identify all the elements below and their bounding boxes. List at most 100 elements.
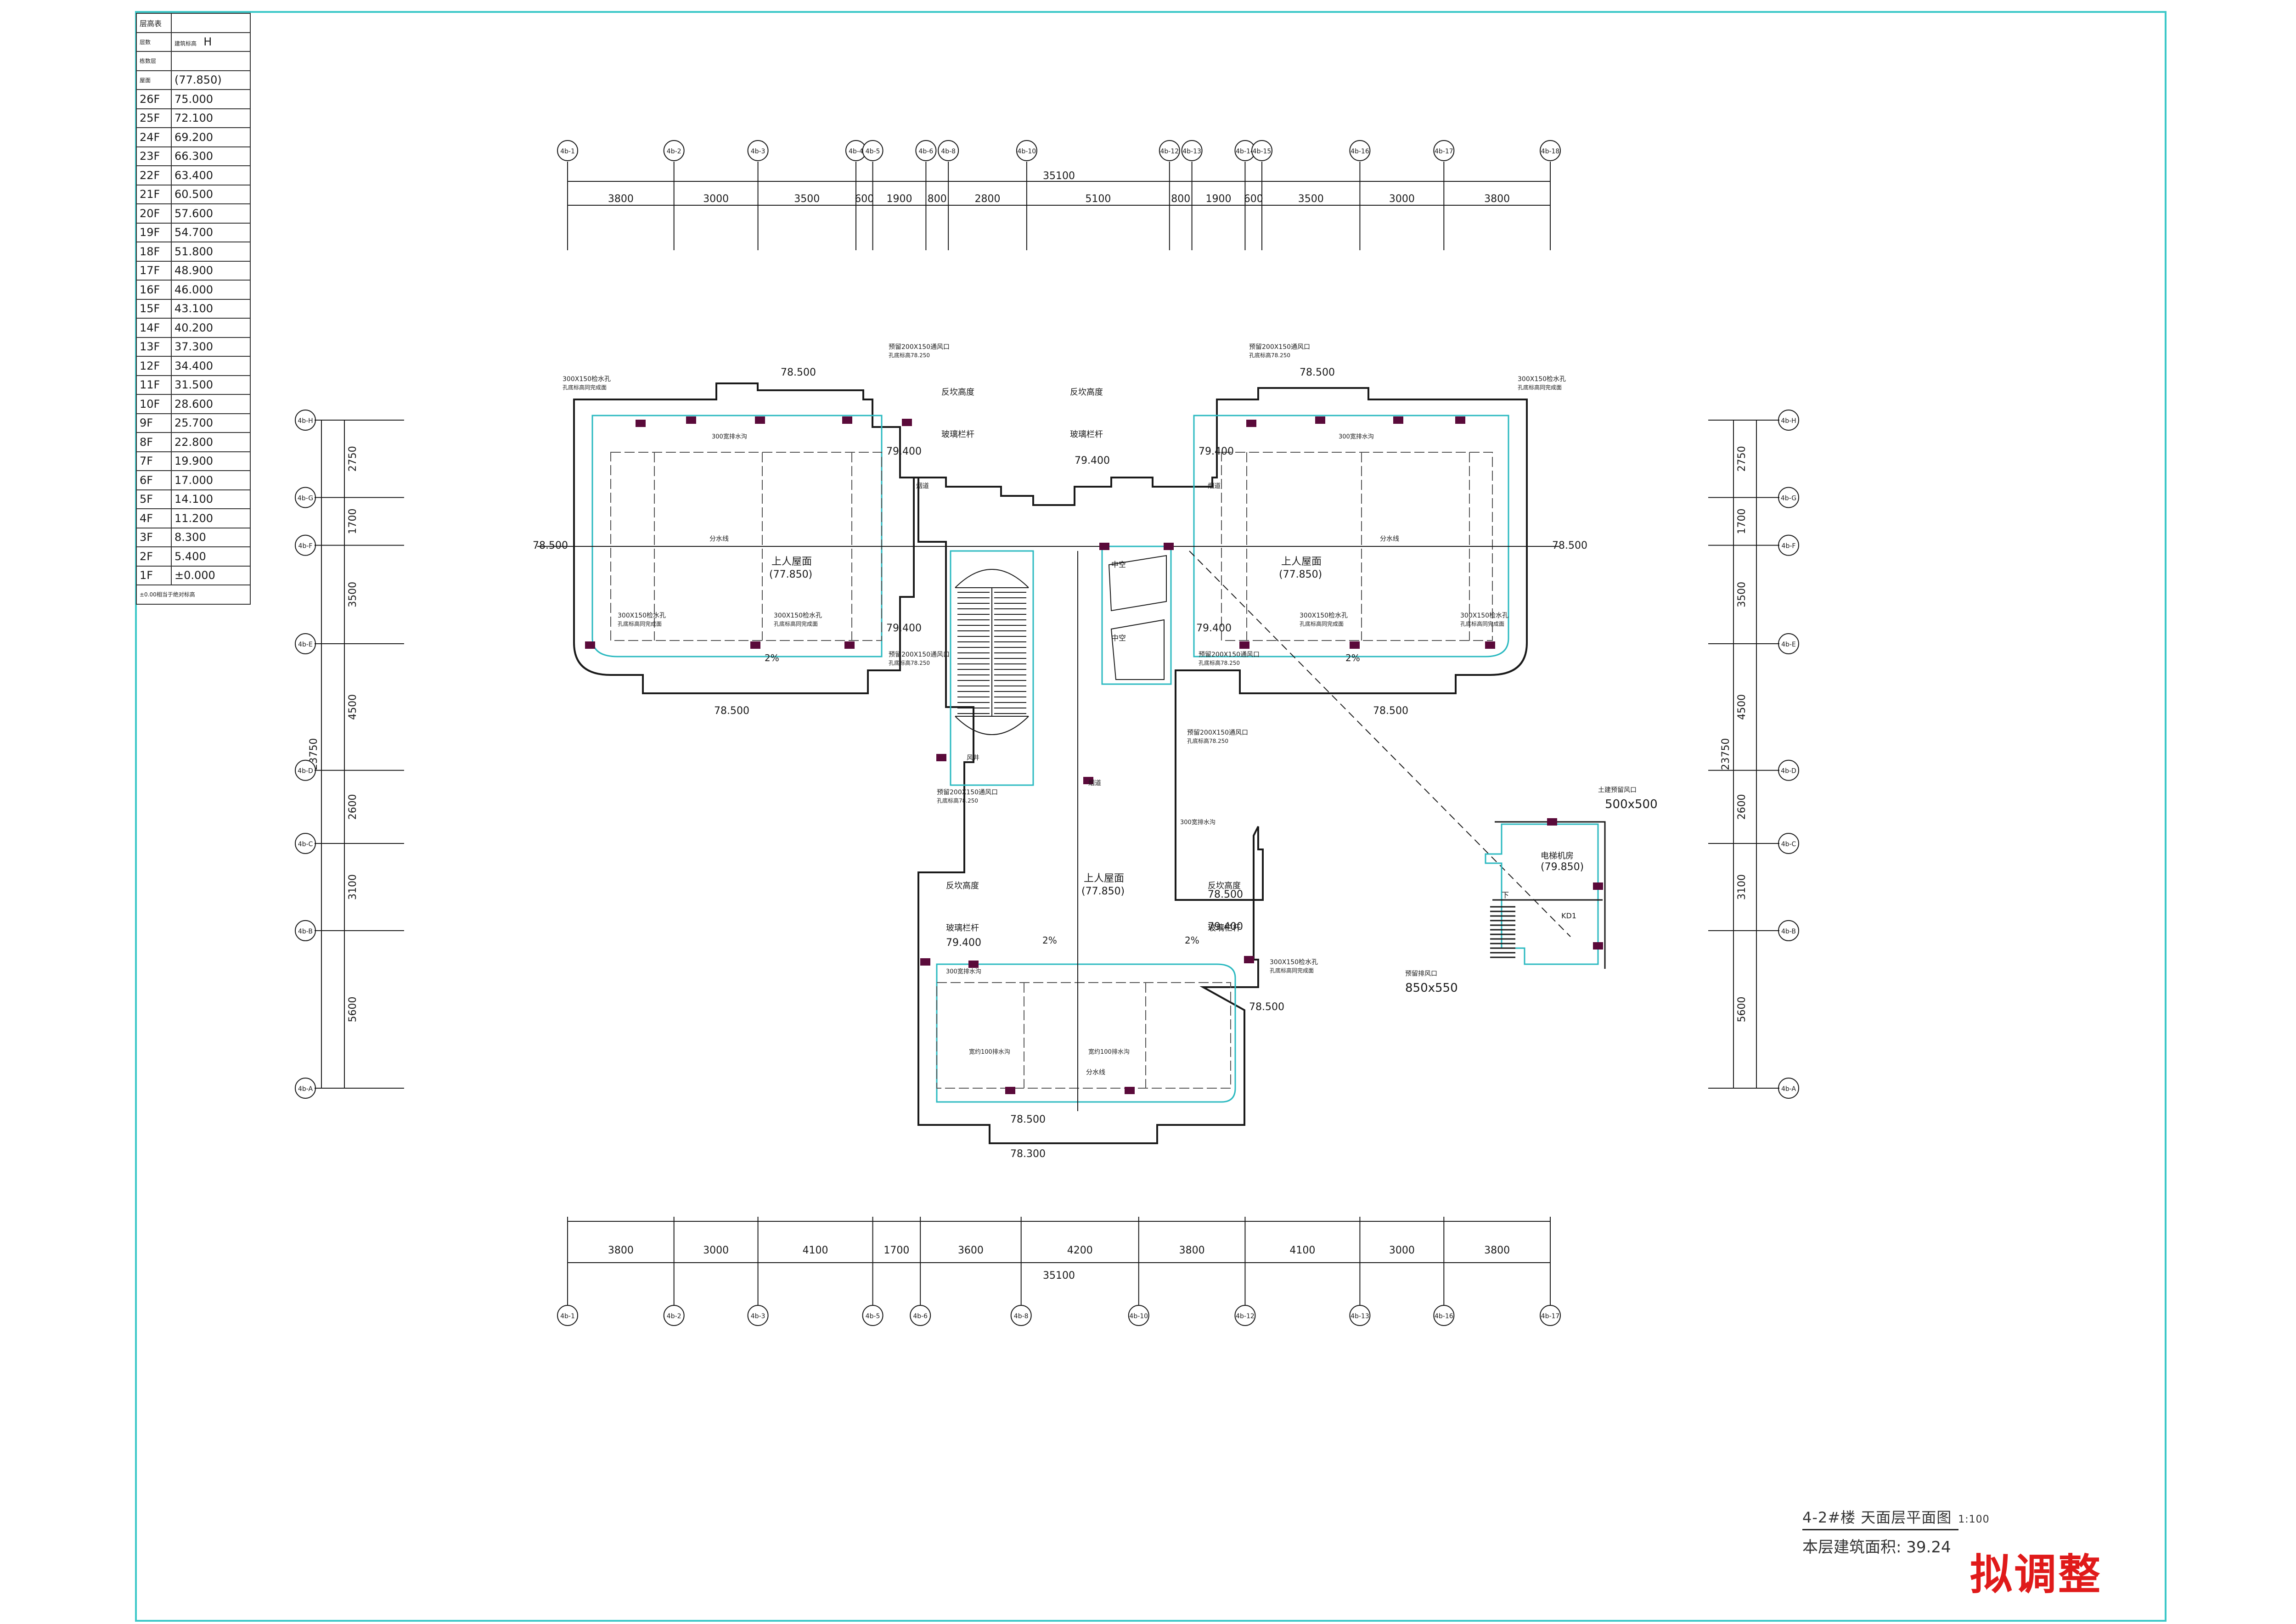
sheet-frame bbox=[135, 11, 2167, 1622]
dimension-total: 35100 bbox=[1043, 170, 1075, 182]
slope-label: 2% bbox=[765, 652, 779, 663]
level-elevation: 31.500 bbox=[171, 375, 251, 395]
axis-bubble: 4b-6 bbox=[910, 1305, 931, 1326]
axis-bubble: 4b-H bbox=[1778, 410, 1799, 431]
level-floor: 7F bbox=[136, 451, 172, 471]
axis-label: 4b-8 bbox=[941, 148, 956, 155]
title-underline bbox=[1802, 1529, 1958, 1530]
table-header-elev: 建筑标高 bbox=[174, 40, 197, 47]
axis-label: 4b-D bbox=[298, 768, 313, 775]
axis-label: 4b-4 bbox=[849, 148, 863, 155]
level-elevation: 43.100 bbox=[171, 298, 251, 319]
elevator-room-elevation: (79.850) bbox=[1541, 861, 1584, 873]
level-elevation: 48.900 bbox=[171, 260, 251, 281]
elevation-label: 78.500 bbox=[781, 367, 816, 378]
axis-label: 4b-8 bbox=[1014, 1313, 1029, 1320]
axis-bubble: 4b-10 bbox=[1016, 140, 1037, 161]
axis-label: 4b-12 bbox=[1236, 1313, 1255, 1320]
axis-extension-lines bbox=[315, 162, 1779, 1305]
elevation-label: 79.400 bbox=[946, 937, 981, 949]
axis-bubble: 4b-4 bbox=[845, 140, 867, 161]
vent-note: 预留排风口 bbox=[1405, 970, 1437, 978]
level-elevation: 60.500 bbox=[171, 184, 251, 204]
dimension-label: 1900 bbox=[886, 193, 912, 205]
roof-elevation: (77.850) bbox=[1279, 569, 1322, 580]
axis-label: 4b-B bbox=[298, 928, 313, 935]
axis-label: 4b-5 bbox=[866, 148, 880, 155]
column bbox=[968, 961, 979, 968]
elevation-label: 79.400 bbox=[886, 623, 922, 634]
dimension-label: 3000 bbox=[703, 1245, 729, 1256]
drawing-title-text: 4-2#楼 天面层平面图 bbox=[1802, 1509, 1952, 1526]
parapet-label: 反坎高度 bbox=[946, 881, 979, 891]
axis-label: 4b-C bbox=[1781, 841, 1796, 848]
vent-size: 850x550 bbox=[1405, 981, 1458, 995]
dimension-label: 1700 bbox=[347, 509, 359, 534]
drain-label: 300X150检水孔 bbox=[774, 612, 822, 619]
column bbox=[1083, 777, 1093, 784]
dimension-total: 35100 bbox=[1043, 1270, 1075, 1281]
level-row: 1F±0.000 bbox=[136, 565, 251, 585]
column bbox=[1125, 1087, 1135, 1094]
axis-bubble: 4b-5 bbox=[862, 1305, 884, 1326]
drain-label: 300X150检水孔 bbox=[1460, 612, 1508, 619]
flue-label: 烟道 bbox=[1208, 483, 1221, 490]
void-label: 中空 bbox=[1111, 634, 1126, 642]
drain-note: 孔底标高同完成面 bbox=[774, 620, 818, 627]
dimension-label: 3100 bbox=[1736, 874, 1748, 900]
dimension-label: 2750 bbox=[1736, 446, 1748, 472]
table-header-floor: 层数 bbox=[136, 32, 172, 52]
column bbox=[1485, 641, 1495, 649]
parapet-label: 反坎高度 bbox=[941, 388, 974, 397]
axis-bubble: 4b-3 bbox=[747, 140, 769, 161]
level-floor: 22F bbox=[136, 165, 172, 185]
level-elevation: 25.700 bbox=[171, 413, 251, 433]
slope-label: 2% bbox=[1345, 652, 1360, 663]
level-floor: 12F bbox=[136, 356, 172, 376]
axis-label: 4b-3 bbox=[751, 148, 765, 155]
level-elevation: 8.300 bbox=[171, 527, 251, 547]
dimension-label: 800 bbox=[928, 193, 947, 205]
axis-label: 4b-16 bbox=[1435, 1313, 1453, 1320]
axis-bubble: 4b-8 bbox=[938, 140, 959, 161]
dimension-label: 3500 bbox=[1736, 582, 1748, 607]
elevation-label: 79.400 bbox=[1196, 623, 1232, 634]
level-floor: 25F bbox=[136, 108, 172, 128]
dimension-label: 3800 bbox=[1179, 1245, 1205, 1256]
dimension-label: 5600 bbox=[347, 996, 359, 1022]
divider-label: 分水线 bbox=[709, 535, 729, 543]
axis-label: 4b-D bbox=[1781, 768, 1796, 775]
axis-bubble: 4b-E bbox=[295, 633, 316, 655]
level-floor: 21F bbox=[136, 184, 172, 204]
column bbox=[1393, 416, 1403, 424]
column bbox=[1099, 543, 1109, 550]
axis-label: 4b-18 bbox=[1541, 148, 1560, 155]
drawing-scale: 1:100 bbox=[1958, 1514, 1990, 1525]
vent-note: 孔底标高78.250 bbox=[1187, 737, 1228, 744]
level-elevation: 54.700 bbox=[171, 222, 251, 242]
vent-label: 预留200X150通风口 bbox=[1199, 651, 1260, 658]
column bbox=[1244, 956, 1254, 963]
axis-bubble: 4b-B bbox=[295, 920, 316, 941]
railing-label: 玻璃栏杆 bbox=[946, 923, 979, 933]
dimension-label: 3800 bbox=[608, 1245, 634, 1256]
vent-label: 预留200X150通风口 bbox=[889, 651, 950, 658]
drawing-title: 4-2#楼 天面层平面图 1:100 bbox=[1802, 1506, 1990, 1527]
level-floor: 8F bbox=[136, 432, 172, 452]
dimension-label: 3500 bbox=[794, 193, 820, 205]
drain-note: 孔底标高同完成面 bbox=[1270, 967, 1314, 974]
axis-bubble: 4b-A bbox=[295, 1078, 316, 1099]
